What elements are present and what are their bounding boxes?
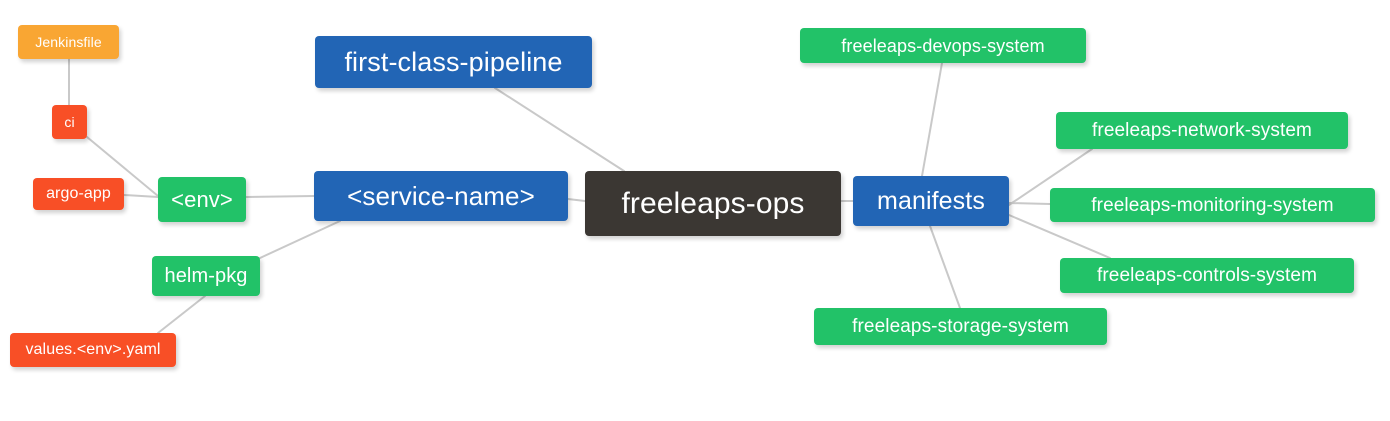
mindmap-node-argo-app[interactable]: argo-app: [33, 178, 124, 210]
edge-manifests-to-freeleaps-devops-system: [921, 62, 943, 177]
edge-service-name-to-freeleaps-ops: [567, 198, 586, 202]
mindmap-node-freeleaps-monitoring-system[interactable]: freeleaps-monitoring-system: [1050, 188, 1375, 222]
edge-values-yaml-to-helm-pkg: [157, 295, 206, 334]
mindmap-node-freeleaps-storage-system[interactable]: freeleaps-storage-system: [814, 308, 1107, 345]
mindmap-node-freeleaps-network-system[interactable]: freeleaps-network-system: [1056, 112, 1348, 149]
edge-first-class-pipeline-to-freeleaps-ops: [494, 87, 625, 172]
mindmap-node-ci[interactable]: ci: [52, 105, 87, 139]
mindmap-node-freeleaps-ops[interactable]: freeleaps-ops: [585, 171, 841, 236]
mindmap-node-jenkinsfile[interactable]: Jenkinsfile: [18, 25, 119, 59]
mindmap-node-service-name[interactable]: <service-name>: [314, 171, 568, 221]
mindmap-node-env[interactable]: <env>: [158, 177, 246, 222]
edge-env-to-service-name: [245, 195, 315, 198]
mindmap-node-freeleaps-controls-system[interactable]: freeleaps-controls-system: [1060, 258, 1354, 293]
mindmap-node-first-class-pipeline[interactable]: first-class-pipeline: [315, 36, 592, 88]
mindmap-node-values-yaml[interactable]: values.<env>.yaml: [10, 333, 176, 367]
edge-manifests-to-freeleaps-storage-system: [929, 225, 961, 309]
edge-manifests-to-freeleaps-monitoring-system: [1008, 202, 1051, 205]
edge-helm-pkg-to-service-name: [259, 220, 341, 259]
edge-argo-app-to-env: [123, 194, 159, 198]
mindmap-node-freeleaps-devops-system[interactable]: freeleaps-devops-system: [800, 28, 1086, 63]
mindmap-node-manifests[interactable]: manifests: [853, 176, 1009, 226]
mindmap-node-helm-pkg[interactable]: helm-pkg: [152, 256, 260, 296]
